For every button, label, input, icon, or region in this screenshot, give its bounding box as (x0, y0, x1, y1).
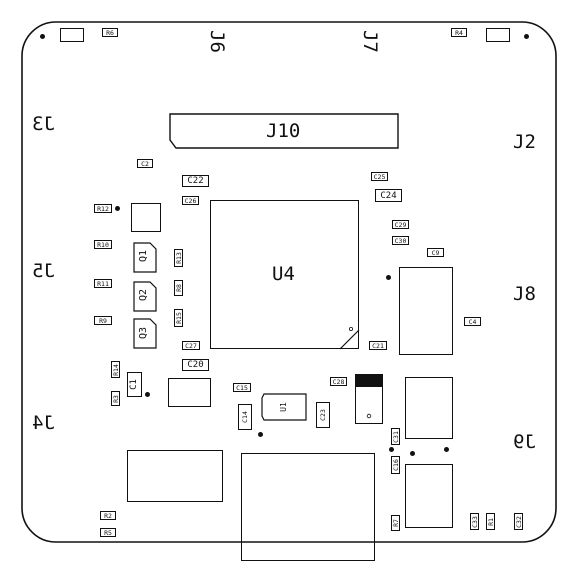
connector-label-j8: J8 (513, 283, 536, 305)
capacitor-c32: C32 (514, 513, 523, 530)
pin1-marker (145, 392, 150, 397)
large-component (405, 464, 453, 528)
capacitor-c9: C9 (427, 248, 444, 257)
capacitor-c4: C4 (464, 317, 481, 326)
sot-component (168, 378, 211, 407)
connector-label-j10: J10 (266, 120, 301, 142)
capacitor-c22: C22 (182, 175, 209, 187)
resistor-r1: R1 (486, 513, 495, 530)
capacitor-c30: C30 (392, 236, 409, 245)
pin1-marker (524, 34, 529, 39)
capacitor-c15: C15 (233, 383, 251, 392)
pin1-marker (444, 447, 449, 452)
capacitor-c25: C25 (371, 172, 388, 181)
capacitor-c28: C28 (330, 377, 347, 386)
large-component (127, 450, 223, 502)
resistor-r4: R4 (451, 28, 467, 37)
resistor-r13: R13 (174, 249, 183, 267)
ic-label-u4: U4 (272, 263, 295, 285)
resistor-r14: R14 (111, 361, 120, 378)
capacitor-c21: C21 (369, 341, 387, 350)
square-component (131, 203, 161, 232)
top-right-pad (486, 28, 510, 42)
capacitor-c16: C16 (391, 456, 400, 474)
top-left-pad (60, 28, 84, 42)
resistor-r15: R15 (174, 309, 183, 327)
capacitor-c2: C2 (137, 159, 153, 168)
capacitor-c31: C31 (391, 428, 400, 445)
resistor-r11: R11 (94, 279, 112, 288)
capacitor-c26: C26 (182, 196, 199, 205)
connector-label-j2: J2 (513, 131, 536, 153)
resistor-r10: R10 (94, 240, 112, 249)
c1-outline (127, 372, 142, 397)
inductor-component (399, 267, 453, 355)
resistor-r3: R3 (111, 391, 120, 406)
capacitor-c20: C20 (182, 359, 209, 371)
resistor-r6: R6 (102, 28, 118, 37)
resistor-r7: R7 (391, 515, 400, 531)
resistor-r8: R8 (174, 280, 183, 296)
capacitor-c29: C29 (392, 220, 409, 229)
pin1-marker (410, 451, 415, 456)
pin1-marker (40, 34, 45, 39)
resistor-r9: R9 (94, 316, 112, 325)
capacitor-c24: C24 (375, 189, 402, 202)
pin1-marker (386, 275, 391, 280)
u4-ic-outline (210, 200, 359, 349)
capacitor-c23: C23 (316, 402, 330, 428)
bottom-connector (241, 453, 375, 561)
resistor-r2: R2 (100, 511, 116, 520)
capacitor-c33: C33 (470, 513, 479, 530)
vertical-component-band (355, 374, 383, 387)
capacitor-c14: C14 (238, 404, 252, 430)
capacitor-c27: C27 (182, 341, 200, 350)
pin1-marker (389, 447, 394, 452)
pin1-marker (258, 432, 263, 437)
resistor-r5: R5 (100, 528, 116, 537)
resistor-r12: R12 (94, 204, 112, 213)
pin1-marker (115, 206, 120, 211)
large-component (405, 377, 453, 439)
